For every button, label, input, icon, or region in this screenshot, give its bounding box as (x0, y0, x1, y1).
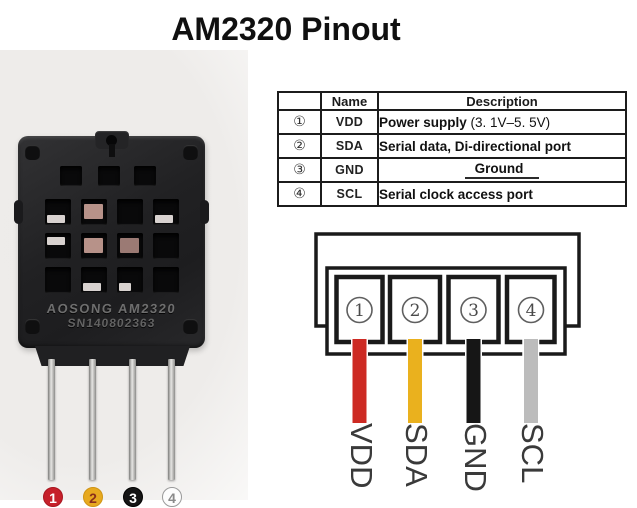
pin-index: ③ (277, 157, 322, 183)
vent-hole (81, 267, 107, 293)
pin-name: SCL (320, 181, 379, 207)
pin-name: GND (320, 157, 379, 183)
table-header-row: Name Description (277, 91, 627, 111)
header-description: Description (377, 91, 627, 111)
wire-scl (524, 339, 538, 423)
vent-hole (81, 233, 107, 259)
vent-hole (153, 233, 179, 259)
header-name: Name (320, 91, 379, 111)
pin-index: ② (277, 133, 322, 159)
pin-circle-number-4: 4 (526, 301, 537, 321)
notch-hole (106, 135, 117, 146)
header-index (277, 91, 322, 111)
pin-name: VDD (320, 109, 379, 135)
pin-description: Ground (377, 157, 627, 183)
sensor-top-notch (95, 131, 129, 157)
pin-circle-2 (401, 296, 429, 324)
corner-knob (183, 145, 198, 160)
pin-circle-1 (346, 296, 373, 324)
sensor-pin-2 (89, 359, 96, 480)
vent-hole (81, 199, 107, 225)
pin-circle-number-3: 3 (468, 301, 479, 321)
vent-hole (117, 199, 143, 225)
notch-slot (109, 144, 115, 157)
pin-description: Serial data, Di-directional port (377, 133, 627, 159)
edge-bump (14, 200, 23, 224)
vent-hole (45, 267, 71, 293)
sensor-body: AOSONG AM2320 SN140802363 (14, 131, 209, 348)
sensor-pin-4 (168, 359, 175, 480)
table-row: ③ GND Ground (277, 157, 627, 183)
pin-index: ① (277, 109, 322, 135)
wire-sda (408, 339, 422, 423)
corner-knob (183, 319, 198, 334)
corner-knob (25, 145, 40, 160)
pin-circle-number-2: 2 (410, 301, 421, 321)
page-title: AM2320 Pinout (171, 11, 401, 47)
vent-hole (45, 199, 71, 225)
table-row: ④ SCL Serial clock access port (277, 181, 627, 207)
wire-label-gnd: GND (458, 423, 493, 492)
pin-name: SDA (320, 133, 379, 159)
wire-label-sda: SDA (399, 423, 434, 487)
vent-hole (45, 233, 71, 259)
wire-vdd (352, 339, 367, 423)
wire-gnd (466, 339, 481, 423)
vent-hole (153, 199, 179, 225)
pin-description: Serial clock access port (377, 181, 627, 207)
wire-label-vdd: VDD (344, 423, 379, 489)
sensor-base (34, 346, 191, 366)
pin-circle-4 (517, 296, 545, 324)
wire-label-scl: SCL (515, 423, 550, 484)
sensor-photo: AOSONG AM2320 SN140802363 1 2 3 4 (0, 50, 248, 507)
table-row: ① VDD Power supply (3. 1V–5. 5V) (277, 109, 627, 135)
pin-description: Power supply (3. 1V–5. 5V) (377, 109, 627, 135)
vent-hole (60, 166, 82, 186)
pin-circle-3 (460, 296, 487, 324)
vent-hole (153, 267, 179, 293)
sensor-pin-1 (48, 359, 55, 480)
vent-hole (117, 233, 143, 259)
vent-hole (98, 166, 120, 186)
table-row: ② SDA Serial data, Di-directional port (277, 133, 627, 159)
pin-circle-number-1: 1 (354, 301, 365, 321)
edge-bump (200, 200, 209, 224)
pinout-table: Name Description ① VDD Power supply (3. … (277, 91, 627, 207)
sensor-pin-3 (129, 359, 136, 480)
vent-hole (117, 267, 143, 293)
vent-hole (134, 166, 156, 186)
corner-knob (25, 319, 40, 334)
pin-index: ④ (277, 181, 322, 207)
